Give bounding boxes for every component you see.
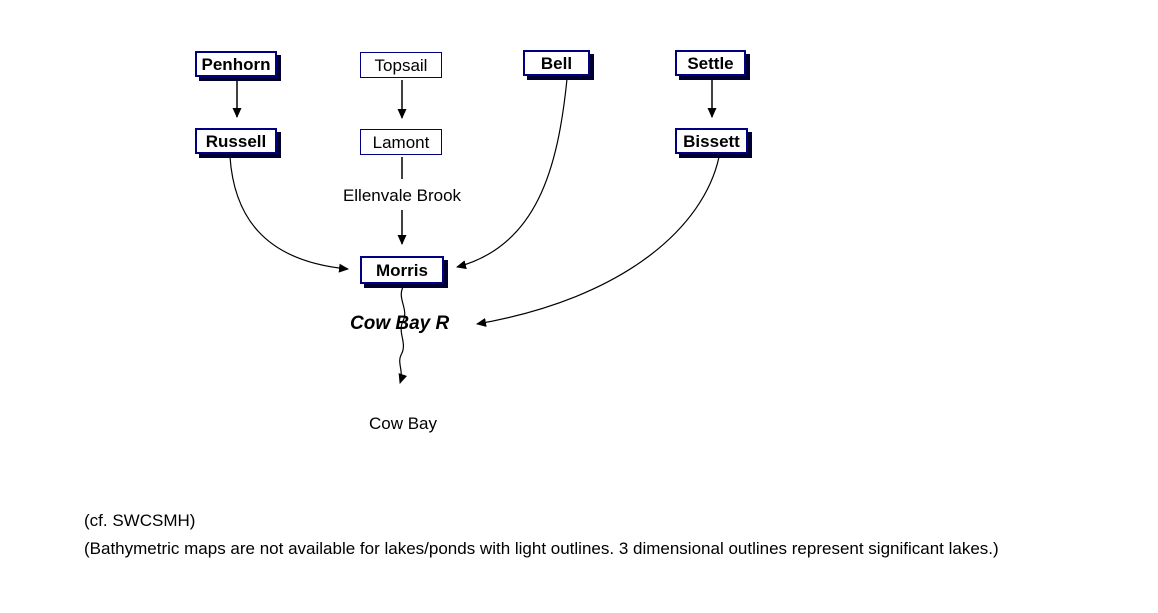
node-bissett: Bissett bbox=[675, 128, 748, 154]
node-russell-label: Russell bbox=[205, 131, 267, 151]
node-topsail-label: Topsail bbox=[374, 55, 428, 75]
footnotes: (cf. SWCSMH) (Bathymetric maps are not a… bbox=[84, 507, 999, 563]
arrow-bell-to-morris bbox=[456, 78, 568, 270]
arrow-russell-to-morris bbox=[229, 156, 349, 273]
footnote-cf-swcsmh: (cf. SWCSMH) bbox=[84, 511, 196, 530]
node-bell: Bell bbox=[523, 50, 590, 76]
node-lamont-label: Lamont bbox=[372, 132, 430, 152]
label-ellenvale-brook: Ellenvale Brook bbox=[342, 186, 462, 205]
node-russell: Russell bbox=[195, 128, 277, 154]
node-morris-label: Morris bbox=[376, 260, 428, 280]
node-penhorn: Penhorn bbox=[195, 51, 277, 77]
arrow-bissett-to-cow-bay-r bbox=[476, 156, 720, 327]
node-bell-label: Bell bbox=[540, 53, 573, 73]
node-bissett-label: Bissett bbox=[683, 131, 740, 151]
node-settle-label: Settle bbox=[687, 53, 734, 73]
node-topsail: Topsail bbox=[360, 52, 442, 78]
node-penhorn-label: Penhorn bbox=[201, 54, 271, 74]
footnote-bathymetric-note: (Bathymetric maps are not available for … bbox=[84, 539, 999, 558]
node-settle: Settle bbox=[675, 50, 746, 76]
arrow-morris-river-to-cow-bay bbox=[398, 286, 408, 384]
node-lamont: Lamont bbox=[360, 129, 442, 155]
label-cow-bay-r: Cow Bay R bbox=[350, 313, 450, 334]
label-cow-bay: Cow Bay bbox=[368, 414, 438, 433]
node-morris: Morris bbox=[360, 256, 444, 284]
